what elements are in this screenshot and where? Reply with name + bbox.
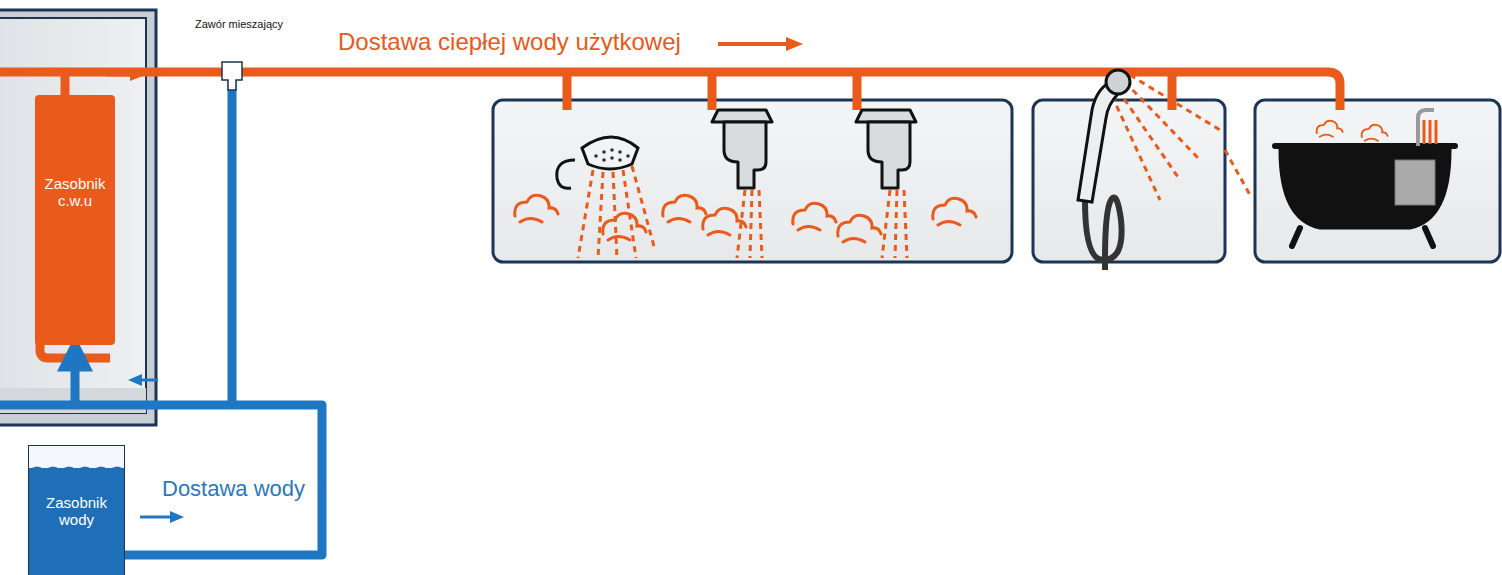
supply-heading: Dostawa ciepłej wody użytkowej <box>338 28 681 56</box>
edge-label: Dostawa wody <box>162 476 305 502</box>
valve-label: Zawór mieszający <box>195 18 283 30</box>
node-text: Zasobnik wody <box>31 494 122 529</box>
water-wave <box>29 460 124 490</box>
node-text: Zasobnik c.w.u <box>39 175 111 210</box>
hot-water-tank: Zasobnik c.w.u <box>35 95 115 345</box>
water-tank: Zasobnik wody <box>28 445 125 575</box>
